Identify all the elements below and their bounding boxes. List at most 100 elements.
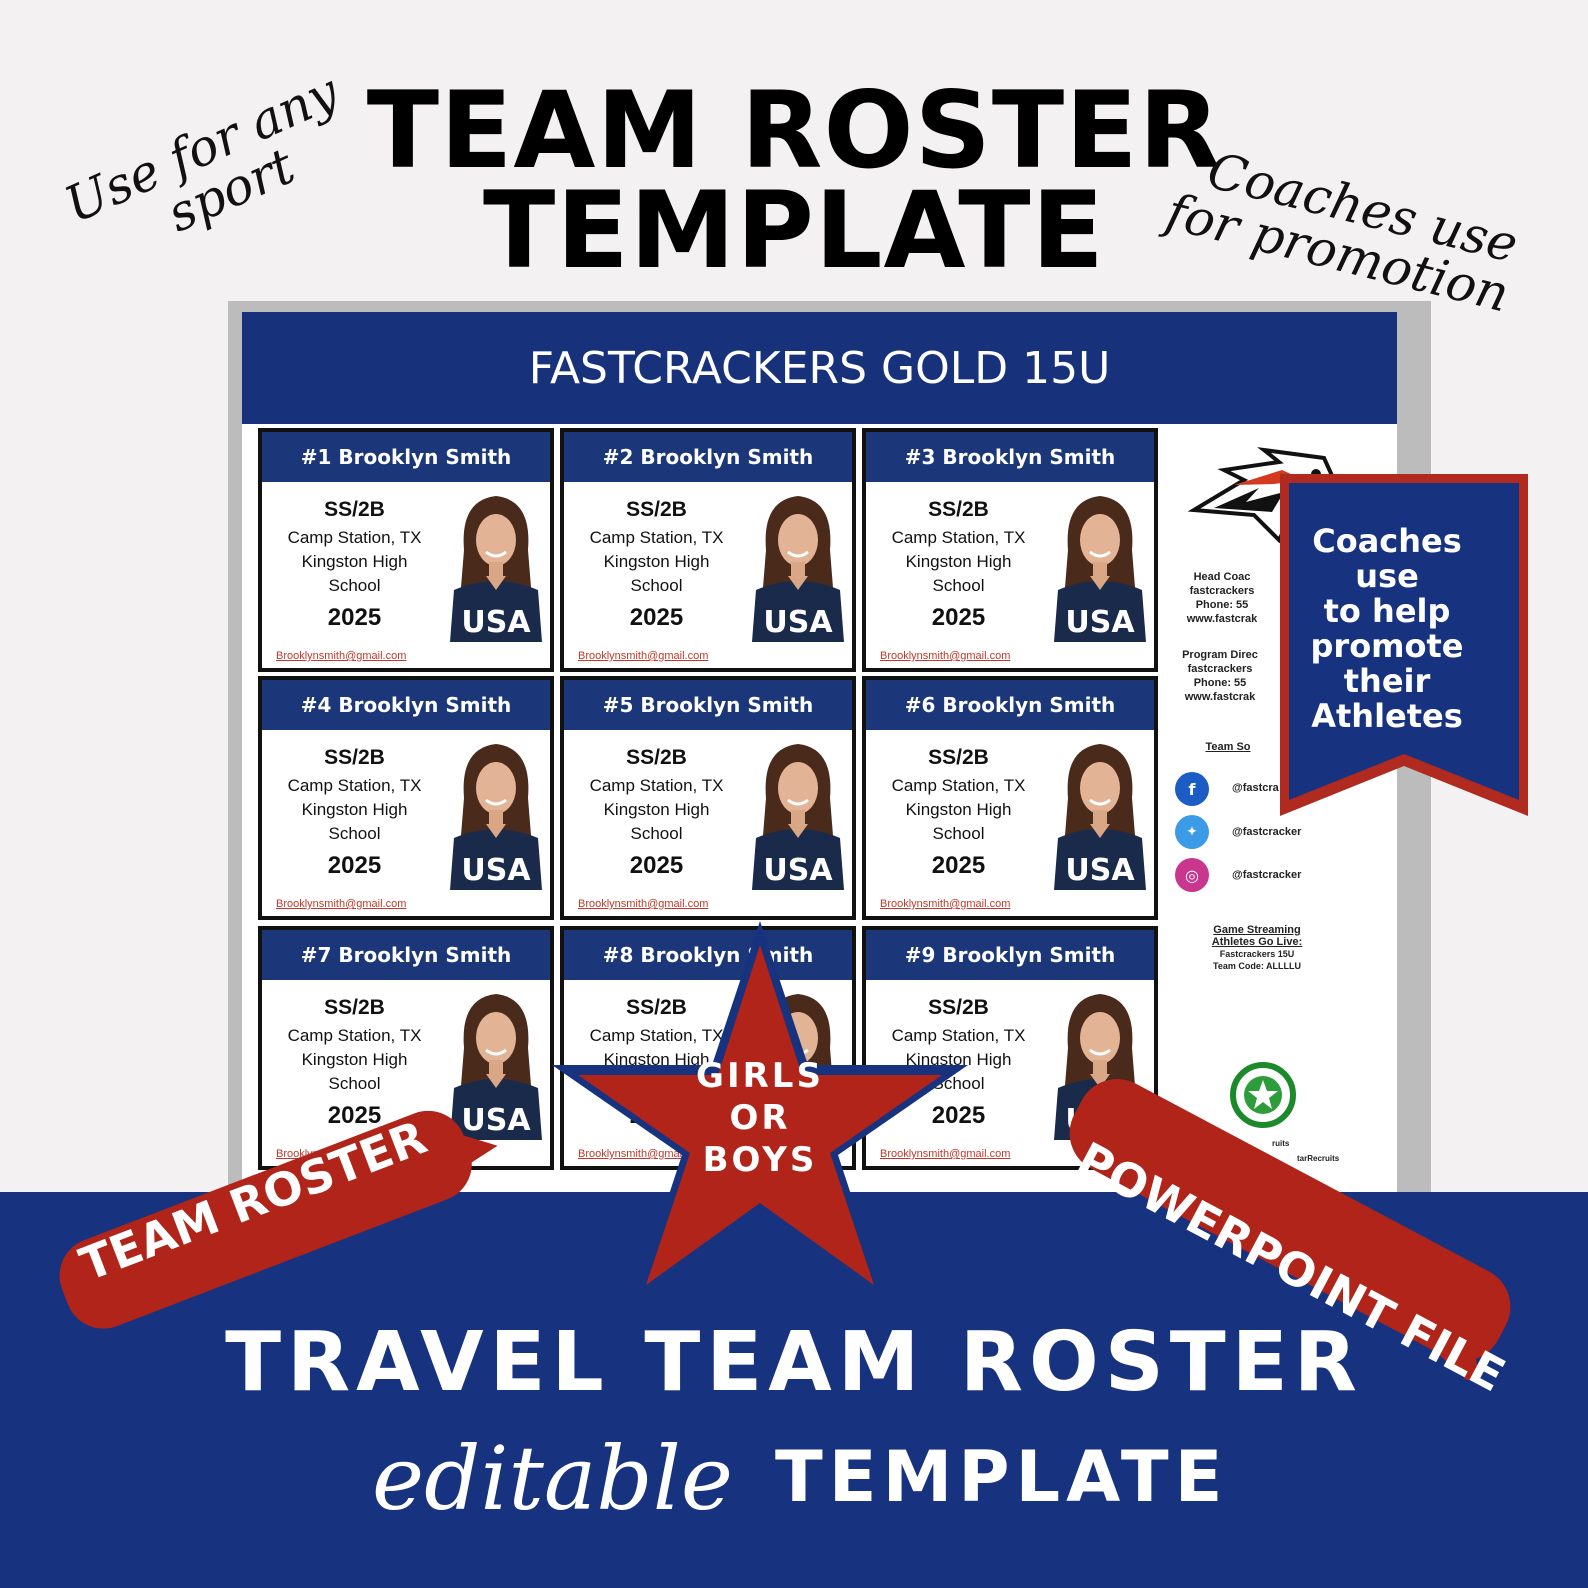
team-title: FASTCRACKERS GOLD 15U	[528, 342, 1111, 394]
streaming-team: Fastcrackers 15U	[1219, 949, 1295, 959]
player-position: SS/2B	[928, 746, 989, 769]
jersey-text: USA	[763, 853, 833, 888]
star-line-1: GIRLS	[696, 1056, 824, 1096]
ribbon-line-5: Athletes	[1311, 697, 1463, 735]
player-position: SS/2B	[324, 498, 385, 521]
instagram-icon: ◎	[1175, 858, 1209, 892]
jersey-text: USA	[1065, 605, 1135, 640]
director-label: Program Direc	[1182, 649, 1258, 661]
player-school-line-2: School	[328, 1074, 381, 1093]
player-city: Camp Station, TX	[287, 776, 422, 795]
player-city: Camp Station, TX	[891, 776, 1026, 795]
player-grad-year: 2025	[931, 604, 986, 631]
player-name: #3 Brooklyn Smith	[904, 445, 1116, 469]
player-name: #4 Brooklyn Smith	[300, 693, 512, 717]
player-school-line-2: School	[630, 576, 683, 595]
player-email[interactable]: Brooklynsmith@gmail.com	[578, 650, 709, 662]
player-city: Camp Station, TX	[589, 1026, 724, 1045]
jersey-text: USA	[763, 605, 833, 640]
player-position: SS/2B	[626, 746, 687, 769]
player-city: Camp Station, TX	[589, 528, 724, 547]
player-school-line-2: School	[932, 576, 985, 595]
player-school-line-1: Kingston High	[905, 800, 1012, 819]
streaming-heading-2: Athletes Go Live:	[1211, 936, 1303, 948]
player-email[interactable]: Brooklynsmith@gmail.com	[880, 1148, 1011, 1160]
star-line-2: OR	[729, 1098, 791, 1138]
bottom-template-word: TEMPLATE	[775, 1436, 1229, 1518]
player-city: Camp Station, TX	[891, 1026, 1026, 1045]
sidebar-streaming: Game Streaming Athletes Go Live: Fastcra…	[1182, 924, 1332, 972]
facebook-icon: f	[1175, 772, 1209, 806]
streaming-code: Team Code: ALLLLU	[1213, 961, 1301, 971]
player-email[interactable]: Brooklynsmith@gmail.com	[880, 898, 1011, 910]
sidebar-program-director: Program Direc fastcrackers Phone: 55 www…	[1168, 648, 1272, 704]
player-school-line-1: Kingston High	[301, 800, 408, 819]
ribbon-line-2: to help	[1323, 592, 1451, 630]
director-web: www.fastcrak	[1184, 691, 1256, 703]
badge-text-1: ruits	[1272, 1139, 1290, 1148]
player-name-bar: #9 Brooklyn Smith	[866, 930, 1154, 980]
player-email[interactable]: Brooklynsmith@gmail.com	[578, 898, 709, 910]
streaming-heading-1: Game Streaming	[1213, 924, 1301, 936]
player-name: #6 Brooklyn Smith	[904, 693, 1116, 717]
headline-line-1: TEAM ROSTER	[366, 69, 1222, 192]
player-school-line-1: Kingston High	[603, 800, 710, 819]
player-name-bar: #4 Brooklyn Smith	[262, 680, 550, 730]
player-photo: USA	[748, 738, 848, 890]
player-position: SS/2B	[324, 746, 385, 769]
player-school-line-1: Kingston High	[301, 552, 408, 571]
bottom-title: TRAVEL TEAM ROSTER	[225, 1315, 1363, 1410]
director-email: fastcrackers	[1187, 663, 1253, 675]
twitter-icon: ✦	[1175, 815, 1209, 849]
player-grad-year: 2025	[931, 852, 986, 879]
player-school-line-1: Kingston High	[301, 1050, 408, 1069]
player-photo: USA	[748, 490, 848, 642]
player-position: SS/2B	[928, 498, 989, 521]
jersey-text: USA	[1065, 853, 1135, 888]
player-email[interactable]: Brooklynsmith@gmail.com	[276, 650, 407, 662]
player-name: #2 Brooklyn Smith	[602, 445, 814, 469]
player-name-bar: #7 Brooklyn Smith	[262, 930, 550, 980]
star-line-3: BOYS	[702, 1140, 818, 1180]
star-badge	[552, 921, 968, 1307]
player-city: Camp Station, TX	[891, 528, 1026, 547]
player-name-bar: #1 Brooklyn Smith	[262, 432, 550, 482]
player-name-bar: #8 Brooklyn Smith	[564, 930, 852, 980]
player-email[interactable]: Brooklynsmith@gmail.com	[880, 650, 1011, 662]
player-city: Camp Station, TX	[287, 528, 422, 547]
ribbon-line-3: promote	[1310, 627, 1464, 665]
speech-bubble-right	[1069, 1079, 1511, 1380]
player-email[interactable]: Brooklynsmith@gmail.com	[276, 898, 407, 910]
player-position: SS/2B	[324, 996, 385, 1019]
player-name-bar: #6 Brooklyn Smith	[866, 680, 1154, 730]
head-coach-email: fastcrackers	[1189, 585, 1255, 597]
player-school-line-1: Kingston High	[905, 552, 1012, 571]
team-title-banner: FASTCRACKERS GOLD 15U	[242, 312, 1397, 424]
player-email[interactable]: Brooklynsmith@gmail.com	[578, 1148, 709, 1160]
player-name: #8 Brooklyn Smith	[602, 943, 814, 967]
player-position: SS/2B	[928, 996, 989, 1019]
player-school-line-1: Kingston High	[603, 1050, 710, 1069]
player-school-line-1: Kingston High	[905, 1050, 1012, 1069]
jersey-text: USA	[461, 1103, 531, 1138]
ribbon-text: Coaches use to help promote their Athlet…	[1282, 524, 1492, 734]
player-school-line-2: School	[932, 824, 985, 843]
ribbon-line-4: their	[1343, 662, 1431, 700]
bottom-script-word: editable	[372, 1427, 733, 1530]
player-name: #5 Brooklyn Smith	[602, 693, 814, 717]
player-school-line-2: School	[630, 824, 683, 843]
player-grad-year: 2025	[931, 1102, 986, 1129]
player-city: Camp Station, TX	[287, 1026, 422, 1045]
